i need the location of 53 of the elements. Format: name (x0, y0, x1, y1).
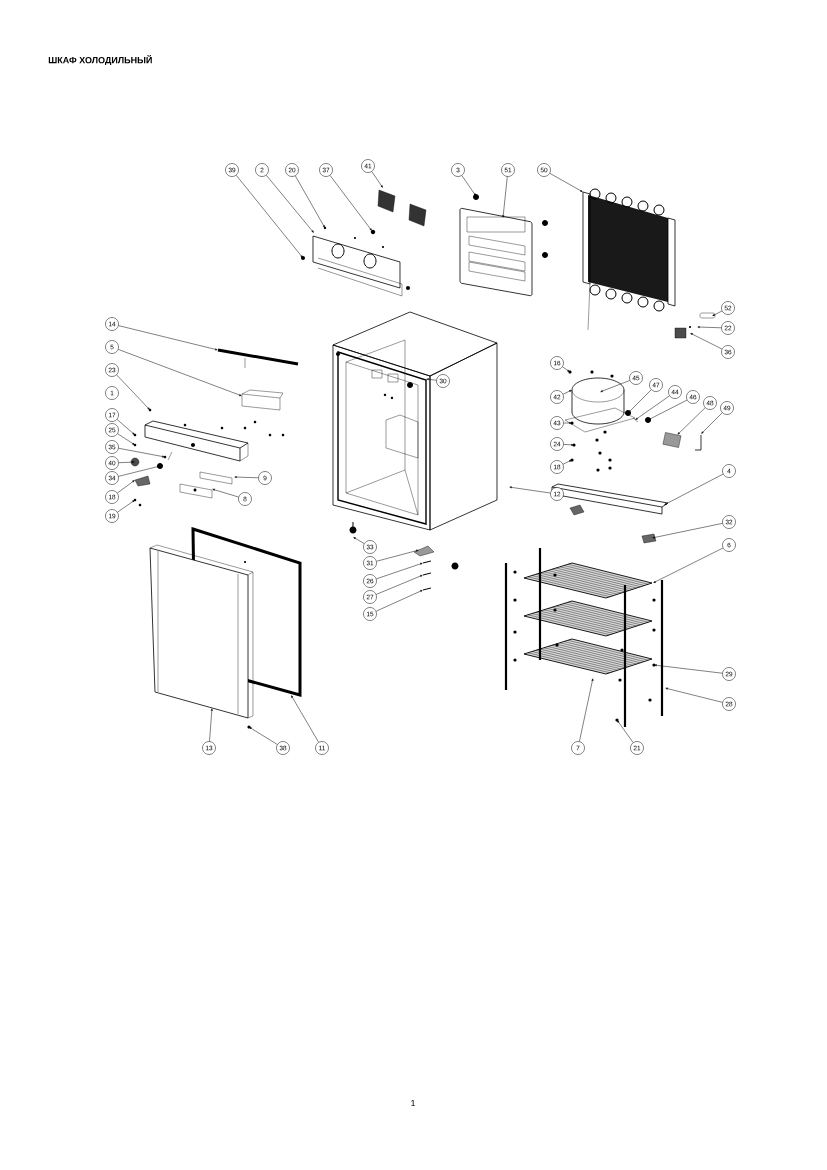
leader-line (562, 460, 572, 465)
leader-line (116, 419, 135, 435)
leader-line (329, 175, 372, 231)
leader-line (376, 549, 419, 562)
leader-line (353, 537, 365, 544)
leader-line (562, 366, 570, 372)
leader-line (509, 486, 551, 494)
page-number: 1 (411, 1099, 416, 1107)
leader-line (117, 480, 135, 494)
leader-line (697, 326, 722, 329)
leader-line (212, 488, 239, 498)
leader-line (579, 678, 594, 742)
leader-line (600, 380, 630, 392)
leader-line (118, 325, 218, 351)
leader-line (652, 523, 723, 539)
leader-line (371, 171, 383, 188)
leader-line (116, 374, 150, 410)
leader-line (502, 176, 508, 218)
leader-line (117, 433, 135, 445)
leader-line (376, 575, 423, 595)
leader-line (635, 395, 670, 420)
leader-line (562, 390, 572, 395)
leader-line (617, 720, 634, 743)
leader-line (426, 378, 437, 381)
leader-line (375, 590, 423, 612)
leader-line (653, 547, 724, 583)
leader-line (664, 473, 724, 505)
leader-line (628, 389, 652, 413)
leader-line (295, 175, 325, 228)
leader-line (118, 349, 242, 396)
leader-line (266, 174, 314, 233)
leader-line (648, 399, 688, 420)
leader-line (712, 310, 723, 316)
leader-line (118, 461, 135, 464)
leader-line (563, 443, 574, 446)
leader-line (461, 175, 476, 196)
relay-drawing (662, 432, 682, 448)
leader-line (249, 727, 278, 745)
title: ШКАФ ХОЛОДИЛЬНЫЙ (48, 55, 152, 65)
leader-line (677, 407, 706, 435)
leader-line (236, 175, 303, 258)
leader-line (563, 422, 572, 424)
leader-line (118, 465, 160, 477)
leader-line (654, 664, 723, 674)
leader-line (117, 500, 135, 513)
leader-line (209, 708, 213, 742)
leader-line (376, 562, 423, 580)
leader-line (291, 695, 319, 743)
leader-line (665, 687, 723, 703)
leader-line (549, 173, 583, 192)
leader-line (690, 333, 723, 350)
leader-line (234, 476, 259, 479)
leader-line (701, 412, 723, 434)
